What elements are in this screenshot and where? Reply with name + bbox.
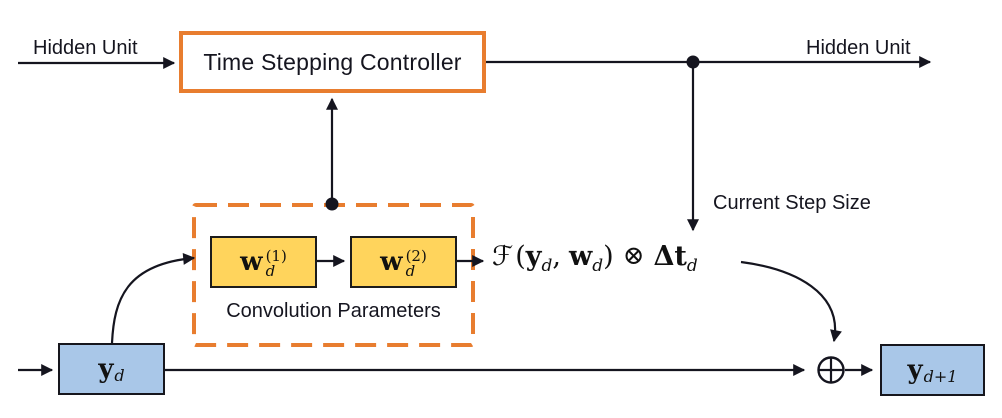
formula-w: w [568,241,593,272]
w1-sub: d [265,262,276,280]
w1-scripts: (1)d [265,248,287,280]
y-input-sub: d [114,366,125,385]
formula-rparen: ) [603,241,614,272]
formula-to-sum-curve-arrow [740,260,842,343]
hidden-unit-right-label: Hidden Unit [806,37,911,59]
formula-script-f: ℱ [492,241,514,272]
hidden-unit-left-label: Hidden Unit [33,37,138,59]
w2-sub: d [405,262,416,280]
formula-w-sub: d [592,256,604,276]
otimes-icon: ⊗ [622,241,645,271]
formula-y-sub: d [541,256,553,276]
oplus-icon [817,356,845,384]
convolution-parameters-label: Convolution Parameters [226,300,441,322]
current-step-size-label: Current Step Size [713,192,871,214]
w1-base: w [240,247,263,277]
formula-delta-t: Δt [653,241,687,272]
y-output-base: y [907,355,923,385]
formula-y: y [525,241,542,272]
w1-box: w(1)d [210,236,317,288]
formula-lparen: ( [515,241,526,272]
y-to-w1-curve-arrow [110,252,196,344]
dashed-box-junction-dot [325,197,339,211]
w2-base: w [380,247,403,277]
y-output-sub: d+1 [923,367,958,386]
formula-comma: , [552,241,561,272]
top-junction-dot [686,55,700,69]
w2-box: w(2)d [350,236,457,288]
y-input-base: y [98,354,114,384]
formula-t-sub: d [686,256,698,276]
w2-scripts: (2)d [405,248,427,280]
time-stepping-controller-label: Time Stepping Controller [203,48,462,75]
time-stepping-controller-box: Time Stepping Controller [179,31,486,93]
